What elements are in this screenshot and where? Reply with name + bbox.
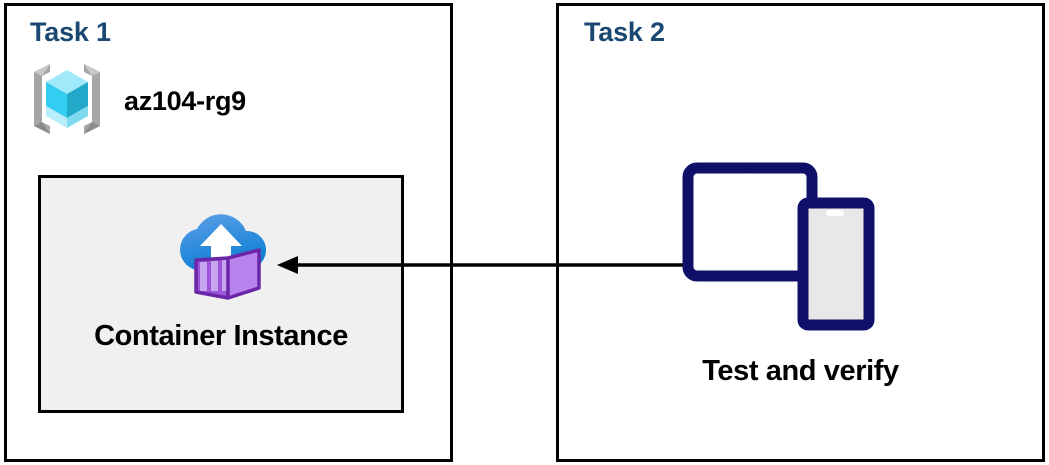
resource-group-row: az104-rg9 bbox=[28, 62, 246, 141]
flow-arrow bbox=[272, 248, 684, 282]
devices-tablet-phone-icon bbox=[680, 160, 880, 345]
resource-group-icon bbox=[28, 62, 106, 141]
panel-task-2 bbox=[556, 3, 1045, 462]
panel-task-1-title: Task 1 bbox=[30, 17, 111, 47]
container-instance-label: Container Instance bbox=[94, 320, 348, 352]
container-instance-box: Container Instance bbox=[38, 175, 404, 413]
container-instance-icon bbox=[166, 198, 276, 313]
panel-task-1 bbox=[4, 3, 453, 462]
panel-task-2-title: Task 2 bbox=[584, 17, 665, 47]
test-and-verify-label: Test and verify bbox=[702, 355, 899, 387]
resource-group-name: az104-rg9 bbox=[124, 86, 246, 116]
